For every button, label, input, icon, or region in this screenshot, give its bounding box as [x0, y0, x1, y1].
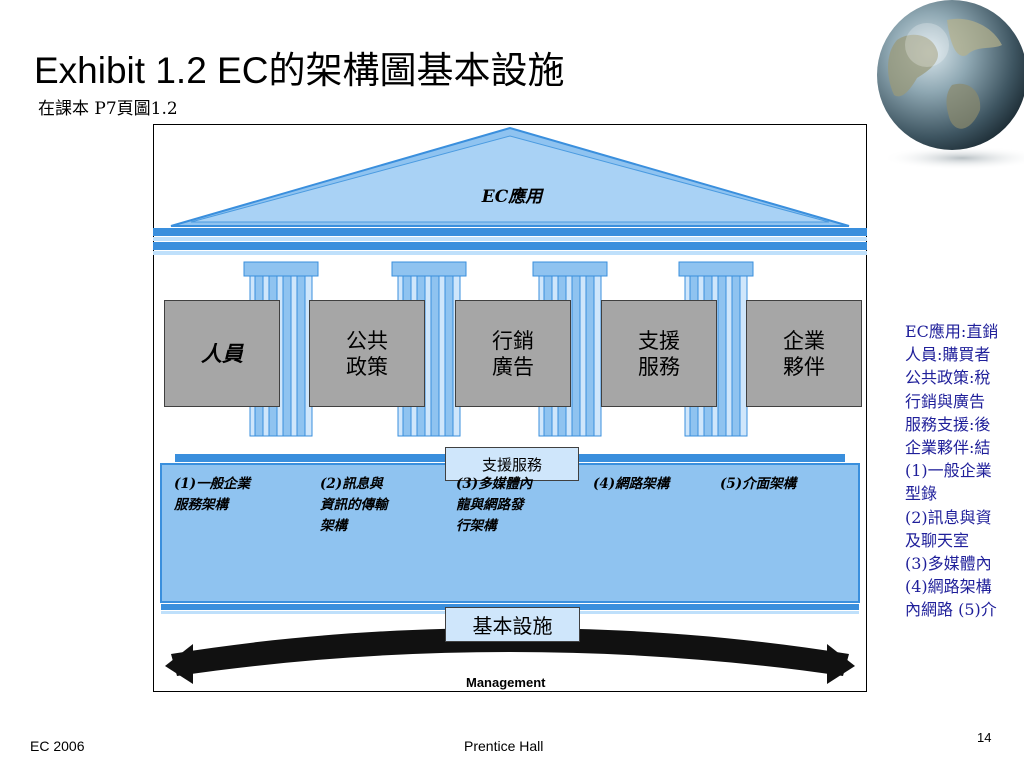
note-line: 型錄: [905, 484, 938, 504]
infrastructure-base-tag: 基本設施: [445, 607, 580, 642]
side-notes: EC應用:直銷 人員:購買者 公共政策:稅 行銷與廣告 服務支援:後 企業夥伴:…: [905, 320, 1024, 680]
infrastructure-item-1: (1)一般企業 服務架構: [174, 476, 251, 513]
support-services-tag: 支援服務: [445, 447, 579, 481]
note-line: (2)訊息與資: [905, 507, 992, 527]
infrastructure-item-2: (2)訊息與 資訊的傳輸 架構: [320, 476, 388, 534]
footer-publisher: Prentice Hall: [464, 738, 544, 754]
note-line: 公共政策:稅: [905, 368, 991, 388]
roof-label: EC應用: [481, 187, 543, 207]
infrastructure-layer: [160, 463, 860, 603]
management-label: Management: [466, 675, 546, 690]
page-number: 14: [977, 730, 992, 745]
slide-title: Exhibit 1.2 EC的架構圖基本設施: [34, 50, 565, 91]
note-line: 服務支援:後: [905, 414, 991, 434]
note-line: (1)一般企業: [905, 461, 992, 481]
infrastructure-item-4: (4)網路架構: [593, 476, 670, 492]
note-line: 及聊天室: [905, 530, 970, 550]
slide-subtitle: 在課本 P7頁圖1.2: [38, 99, 178, 119]
note-line: 企業夥伴:結: [905, 438, 991, 458]
infrastructure-item-3: (3)多媒體內 龍與網路發 行架構: [456, 476, 533, 534]
footer-course: EC 2006: [30, 738, 85, 754]
note-line: (3)多媒體內: [905, 554, 992, 574]
note-line: 內網路 (5)介: [905, 600, 997, 620]
pillar-people: 人員: [164, 300, 280, 407]
management-arrow: [171, 628, 849, 676]
pillar-public-policy: 公共 政策: [309, 300, 425, 407]
note-line: 人員:購買者: [905, 345, 991, 365]
infrastructure-item-5: (5)介面架構: [720, 476, 797, 492]
pillar-marketing-advertising: 行銷 廣告: [455, 300, 571, 407]
globe-image: [877, 0, 1024, 170]
note-line: (4)網路架構: [905, 577, 992, 597]
pillar-support-services: 支援 服務: [601, 300, 717, 407]
note-line: EC應用:直銷: [905, 322, 999, 341]
pillar-business-partners: 企業 夥伴: [746, 300, 862, 407]
note-line: 行銷與廣告: [905, 391, 986, 411]
